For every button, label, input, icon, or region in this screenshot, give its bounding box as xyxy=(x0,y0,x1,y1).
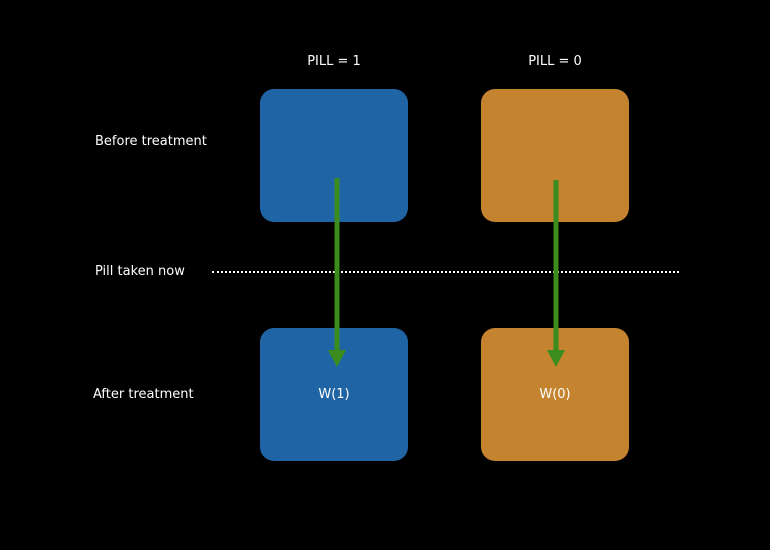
box-after-pill-0: W(0) xyxy=(481,328,629,461)
outcome-label-w1: W(1) xyxy=(318,387,350,402)
column-header-pill-0: PILL = 0 xyxy=(528,54,582,69)
row-label-before-treatment: Before treatment xyxy=(95,134,207,149)
box-before-pill-0 xyxy=(481,89,629,222)
outcome-label-w0: W(0) xyxy=(539,387,571,402)
box-after-pill-1: W(1) xyxy=(260,328,408,461)
box-before-pill-1 xyxy=(260,89,408,222)
row-label-after-treatment: After treatment xyxy=(93,387,194,402)
column-header-pill-1: PILL = 1 xyxy=(307,54,361,69)
pill-taken-divider xyxy=(212,271,679,273)
row-label-pill-taken-now: Pill taken now xyxy=(95,264,185,279)
